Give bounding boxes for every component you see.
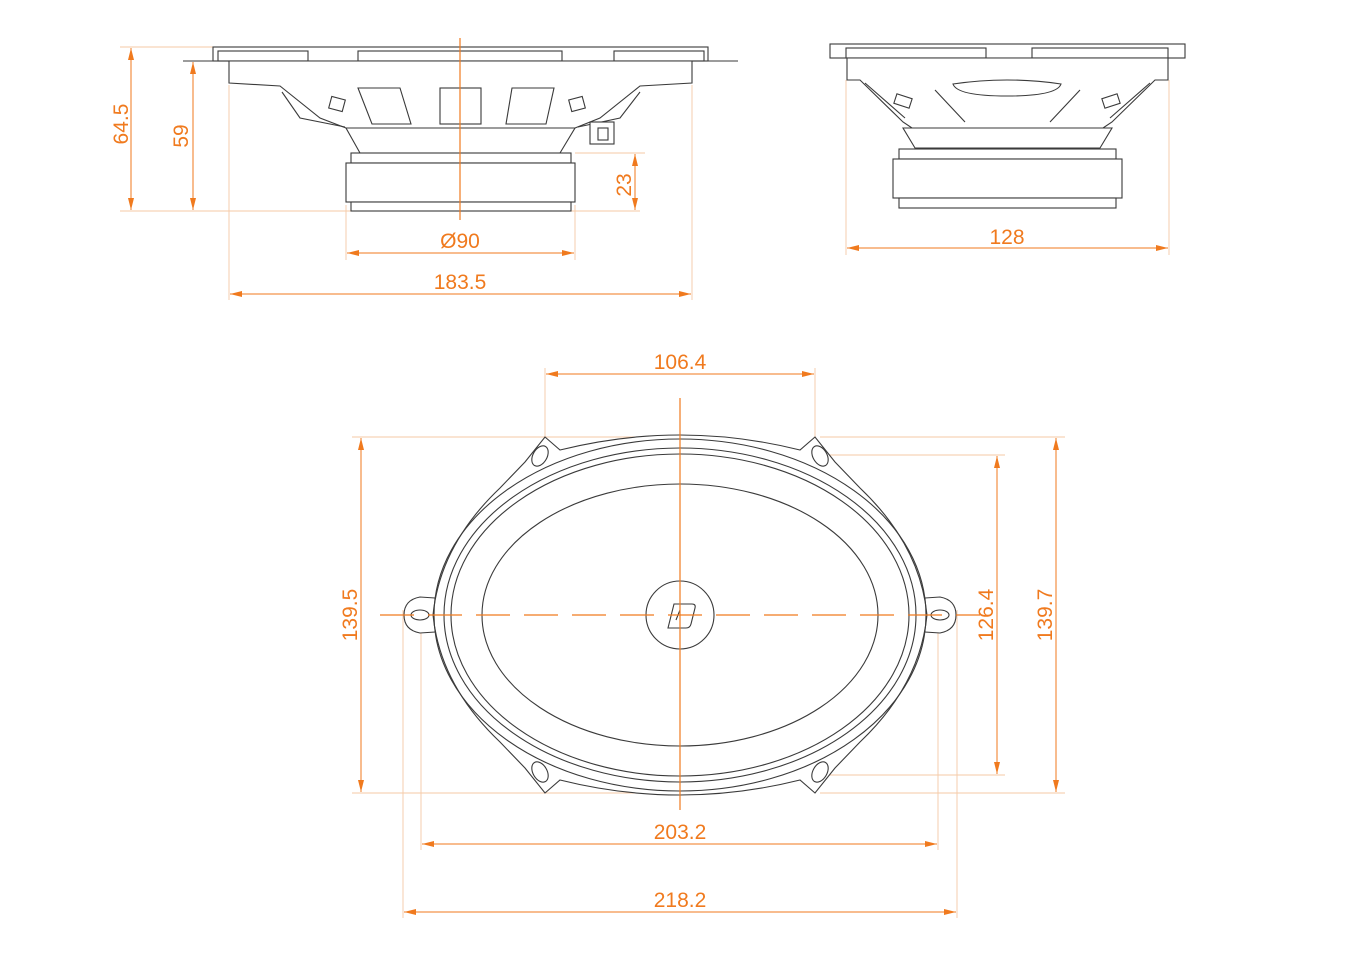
dim-magnet-diameter: Ø90: [440, 230, 480, 253]
dim-end-overall-width: 128: [989, 226, 1024, 249]
dim-front-overall-length: 218.2: [654, 889, 707, 912]
dim-hole-spacing-length: 203.2: [654, 821, 707, 844]
dim-magnet-height: 23: [613, 173, 636, 196]
end-view: 128: [829, 43, 1186, 255]
dim-hole-spacing-width: 106.4: [654, 351, 707, 374]
dim-height-left: 139.5: [339, 589, 362, 642]
front-view: 106.4 139.5 126.4 139.7 203.2 218.2: [339, 351, 1065, 918]
side-view: 64.5 59 23 Ø90 183.5: [110, 38, 738, 300]
dim-hole-spacing-height: 126.4: [975, 588, 998, 641]
dim-mounting-depth-total: 64.5: [110, 104, 133, 145]
dim-side-overall-length: 183.5: [434, 271, 487, 294]
dim-mounting-depth: 59: [170, 124, 193, 147]
dim-height-right: 139.7: [1034, 589, 1057, 642]
end-view-speaker: [829, 43, 1186, 209]
